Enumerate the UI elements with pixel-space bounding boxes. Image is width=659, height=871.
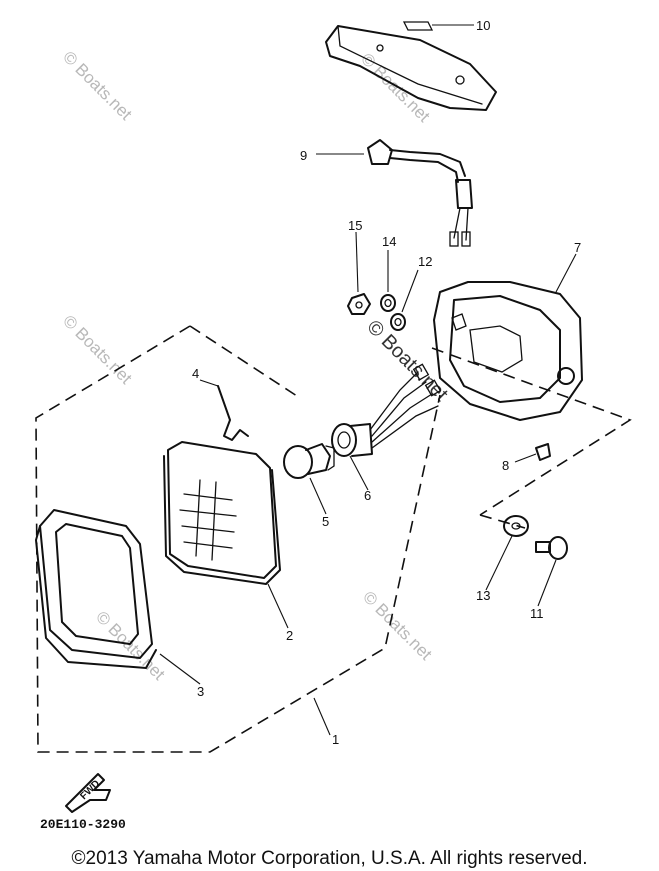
watermark: © Boats.net	[59, 311, 136, 388]
part-13-washer	[503, 515, 529, 537]
watermark: © Boats.net	[359, 587, 436, 664]
part-4-spring	[217, 385, 249, 441]
part-15-nut	[347, 293, 371, 315]
part-11-bolt	[535, 536, 568, 560]
part-7-housing	[433, 281, 583, 421]
part-6-bulb-socket	[331, 363, 442, 457]
diagram-code: 20E110-3290	[40, 817, 126, 832]
leader-lines	[159, 24, 577, 736]
callout-8: 8	[502, 458, 509, 473]
callout-labels: 1 2 3 4 5 6 7 8 9 10 11 12 13 14 15	[192, 18, 581, 747]
watermark-group: © Boats.net © Boats.net © Boats.net © Bo…	[59, 47, 452, 684]
callout-1: 1	[332, 732, 339, 747]
callout-9: 9	[300, 148, 307, 163]
watermark: © Boats.net	[92, 607, 169, 684]
part-3-rim	[35, 509, 157, 669]
callout-15: 15	[348, 218, 362, 233]
callout-12: 12	[418, 254, 432, 269]
assembly-boundary	[35, 325, 632, 753]
callout-11: 11	[530, 606, 544, 621]
callout-2: 2	[286, 628, 293, 643]
callout-14: 14	[382, 234, 396, 249]
watermark: © Boats.net	[59, 47, 136, 124]
copyright-notice: ©2013 Yamaha Motor Corporation, U.S.A. A…	[71, 848, 588, 869]
callout-4: 4	[192, 366, 199, 381]
part-8-screw	[535, 443, 551, 461]
callout-13: 13	[476, 588, 490, 603]
part-12-washer	[390, 313, 406, 331]
part-9-socket	[367, 139, 473, 247]
callout-6: 6	[364, 488, 371, 503]
callout-10: 10	[476, 18, 490, 33]
callout-3: 3	[197, 684, 204, 699]
callout-7: 7	[574, 240, 581, 255]
watermark: © Boats.net	[357, 49, 434, 126]
part-2-lens-unit	[163, 441, 281, 585]
part-14-washer	[380, 294, 396, 312]
fwd-arrow: FWD	[65, 773, 111, 813]
part-5-bulb	[283, 443, 335, 479]
callout-5: 5	[322, 514, 329, 529]
part-10-bracket	[325, 21, 497, 111]
